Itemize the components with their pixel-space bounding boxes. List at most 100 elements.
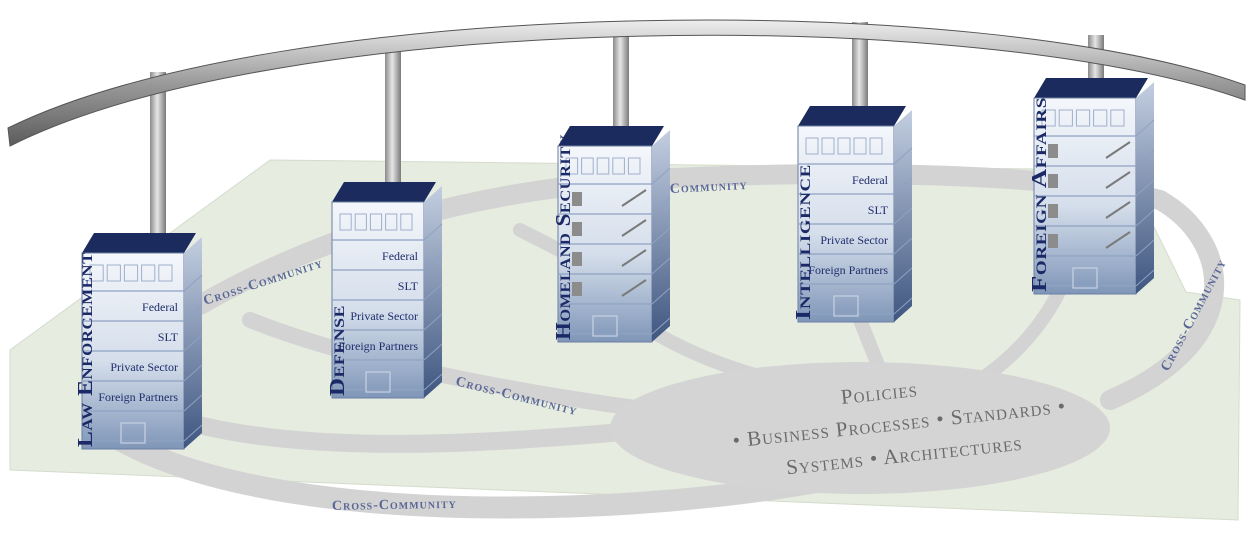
floor-divider-side xyxy=(423,313,443,331)
roof xyxy=(558,126,664,146)
room-object xyxy=(572,282,582,296)
door xyxy=(833,295,859,317)
window xyxy=(354,213,367,231)
floor-label-federal: Federal xyxy=(852,173,889,187)
stairs-icon xyxy=(1105,171,1131,189)
road-label-cross-community-c: Cross-Community xyxy=(332,497,457,514)
room-object xyxy=(1048,234,1058,248)
window xyxy=(596,157,610,175)
stairs-icon xyxy=(621,219,647,237)
floor-divider-side xyxy=(651,167,671,185)
window xyxy=(565,157,579,175)
window xyxy=(1075,109,1091,127)
door xyxy=(592,315,618,337)
floor-label-foreign-partners: Foreign Partners xyxy=(98,390,178,404)
window xyxy=(1093,109,1108,127)
floor-divider-side xyxy=(423,373,443,391)
window xyxy=(369,213,383,231)
room-object xyxy=(572,192,582,206)
window xyxy=(627,157,641,175)
building-foreign-affairs: Foreign Affairs xyxy=(1027,78,1155,295)
window xyxy=(1110,109,1125,127)
floor-divider-side xyxy=(183,274,203,292)
window xyxy=(821,137,835,155)
stairs-icon xyxy=(1105,231,1131,249)
window xyxy=(400,213,413,231)
window xyxy=(141,264,156,282)
window xyxy=(339,213,352,231)
floor-label-federal: Federal xyxy=(142,300,179,314)
floor-divider-side xyxy=(651,317,671,335)
stairs-icon xyxy=(621,189,647,207)
floor-divider-side xyxy=(423,223,443,241)
window xyxy=(385,213,398,231)
connecting-arch xyxy=(7,19,1246,147)
building-name-defense: Defense xyxy=(325,305,349,396)
floor-divider-side xyxy=(893,237,913,255)
floor-label-private-sector: Private Sector xyxy=(350,309,418,323)
stairs-icon xyxy=(1105,141,1131,159)
floor-divider-side xyxy=(893,177,913,195)
roof xyxy=(1034,78,1148,98)
room-object xyxy=(572,222,582,236)
floor-divider-side xyxy=(1135,119,1155,137)
stairs-icon xyxy=(1105,201,1131,219)
floor-divider-side xyxy=(183,424,203,442)
floor-label-foreign-partners: Foreign Partners xyxy=(808,263,888,277)
floor-label-slt: SLT xyxy=(398,279,419,293)
window xyxy=(1041,109,1056,127)
door xyxy=(1072,267,1098,289)
floor-divider-side xyxy=(423,253,443,271)
window xyxy=(123,264,139,282)
roof xyxy=(798,106,906,126)
floor-divider-side xyxy=(893,147,913,165)
building-name-homeland-security: Homeland Security xyxy=(551,134,575,340)
building-homeland-security: Homeland Security xyxy=(551,126,671,343)
window xyxy=(106,264,121,282)
floor-divider-side xyxy=(1135,269,1155,287)
floor-divider-side xyxy=(651,227,671,245)
floor-divider-side xyxy=(183,304,203,322)
floor-label-private-sector: Private Sector xyxy=(820,233,888,247)
window xyxy=(869,137,883,155)
room-object xyxy=(572,252,582,266)
window xyxy=(837,137,851,155)
floor-divider-side xyxy=(893,297,913,315)
floor-divider-side xyxy=(183,334,203,352)
door xyxy=(120,422,146,444)
window xyxy=(853,137,867,155)
floor-label-slt: SLT xyxy=(158,330,179,344)
floor-divider-side xyxy=(1135,149,1155,167)
stairs-icon xyxy=(621,249,647,267)
door xyxy=(365,371,391,393)
window xyxy=(89,264,104,282)
floor-divider-side xyxy=(1135,209,1155,227)
floor-divider-side xyxy=(183,364,203,382)
floor-divider-side xyxy=(1135,239,1155,257)
floor-label-private-sector: Private Sector xyxy=(110,360,178,374)
floor-label-foreign-partners: Foreign Partners xyxy=(338,339,418,353)
window xyxy=(1058,109,1073,127)
floor-divider-side xyxy=(1135,179,1155,197)
floor-divider-side xyxy=(183,394,203,412)
window xyxy=(805,137,819,155)
hub-ellipse xyxy=(610,362,1110,494)
building-name-law-enforcement: Law Enforcement xyxy=(73,252,97,447)
floor-divider-side xyxy=(651,257,671,275)
floor-divider-side xyxy=(651,197,671,215)
floor-divider-side xyxy=(893,207,913,225)
floor-divider-side xyxy=(423,283,443,301)
room-object xyxy=(1048,144,1058,158)
road-label-community: Community xyxy=(669,178,748,197)
room-object xyxy=(1048,204,1058,218)
floor-divider-side xyxy=(423,343,443,361)
window xyxy=(612,157,625,175)
floor-divider-side xyxy=(651,287,671,305)
floor-divider-side xyxy=(893,267,913,285)
